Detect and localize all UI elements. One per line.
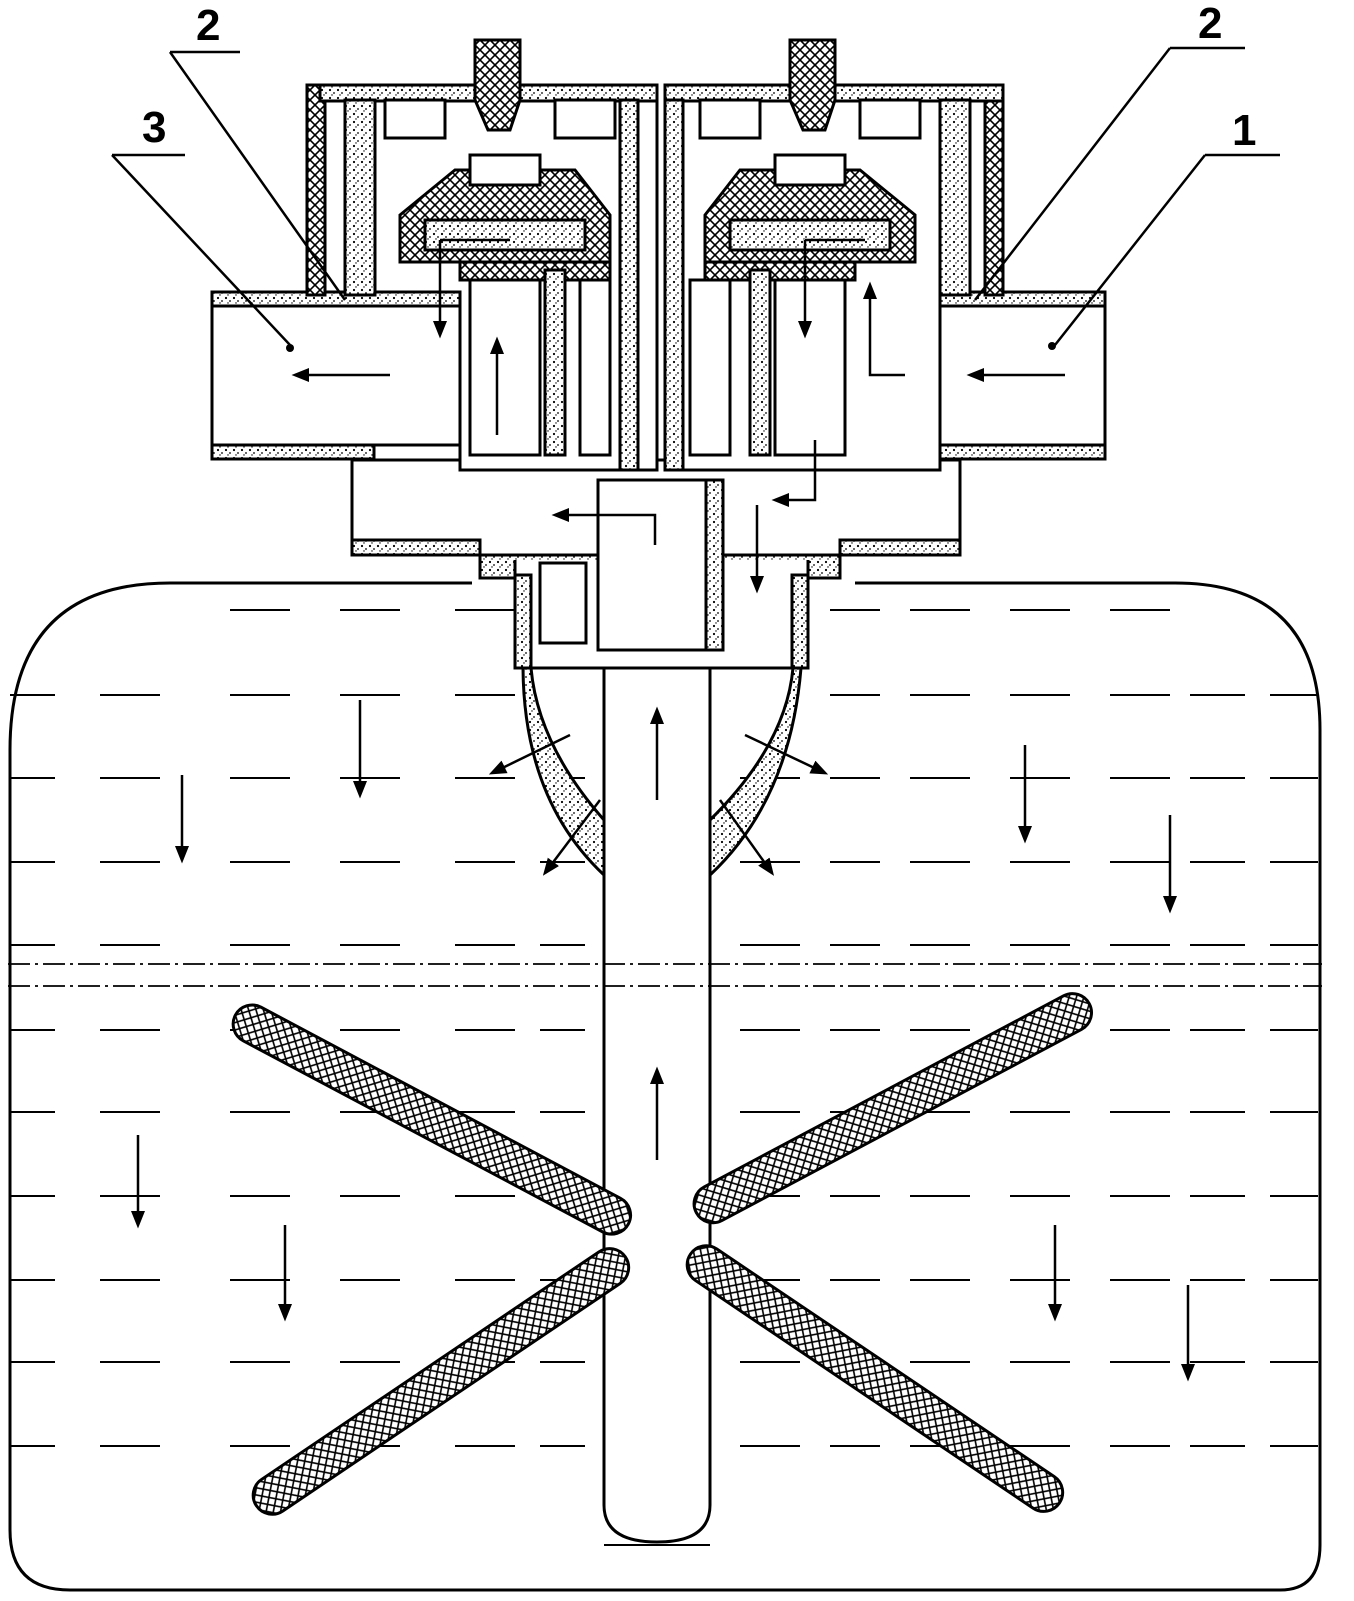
aerator-bar-upper-right [692,992,1093,1225]
water-level-marks [10,609,1318,1447]
water-tank [8,581,1322,1592]
flow-arrow [744,733,829,775]
flow-arrow [718,799,775,876]
aerator-bar-upper-left [231,1003,633,1236]
flow-arrow [771,440,817,507]
aerator-bar-lower-right [685,1244,1065,1513]
flow-arrow [542,799,601,876]
flow-arrow [488,733,571,775]
diffuser-nozzles [521,666,803,879]
flow-arrows [131,238,1195,1382]
label-2-left: 2 [196,1,220,50]
label-2-right: 2 [1198,0,1222,48]
valve-head [210,38,1107,670]
label-3: 3 [142,103,166,152]
label-1: 1 [1232,106,1256,155]
leader-lines [111,46,1280,346]
tank-outline [8,581,1322,1592]
point-dots [286,342,1056,352]
flow-arrow [551,508,657,545]
flow-arrow [863,281,905,377]
aerator-bar-lower-left [251,1247,631,1516]
aerator-bars [231,992,1093,1516]
outlet-pipe [210,290,462,447]
